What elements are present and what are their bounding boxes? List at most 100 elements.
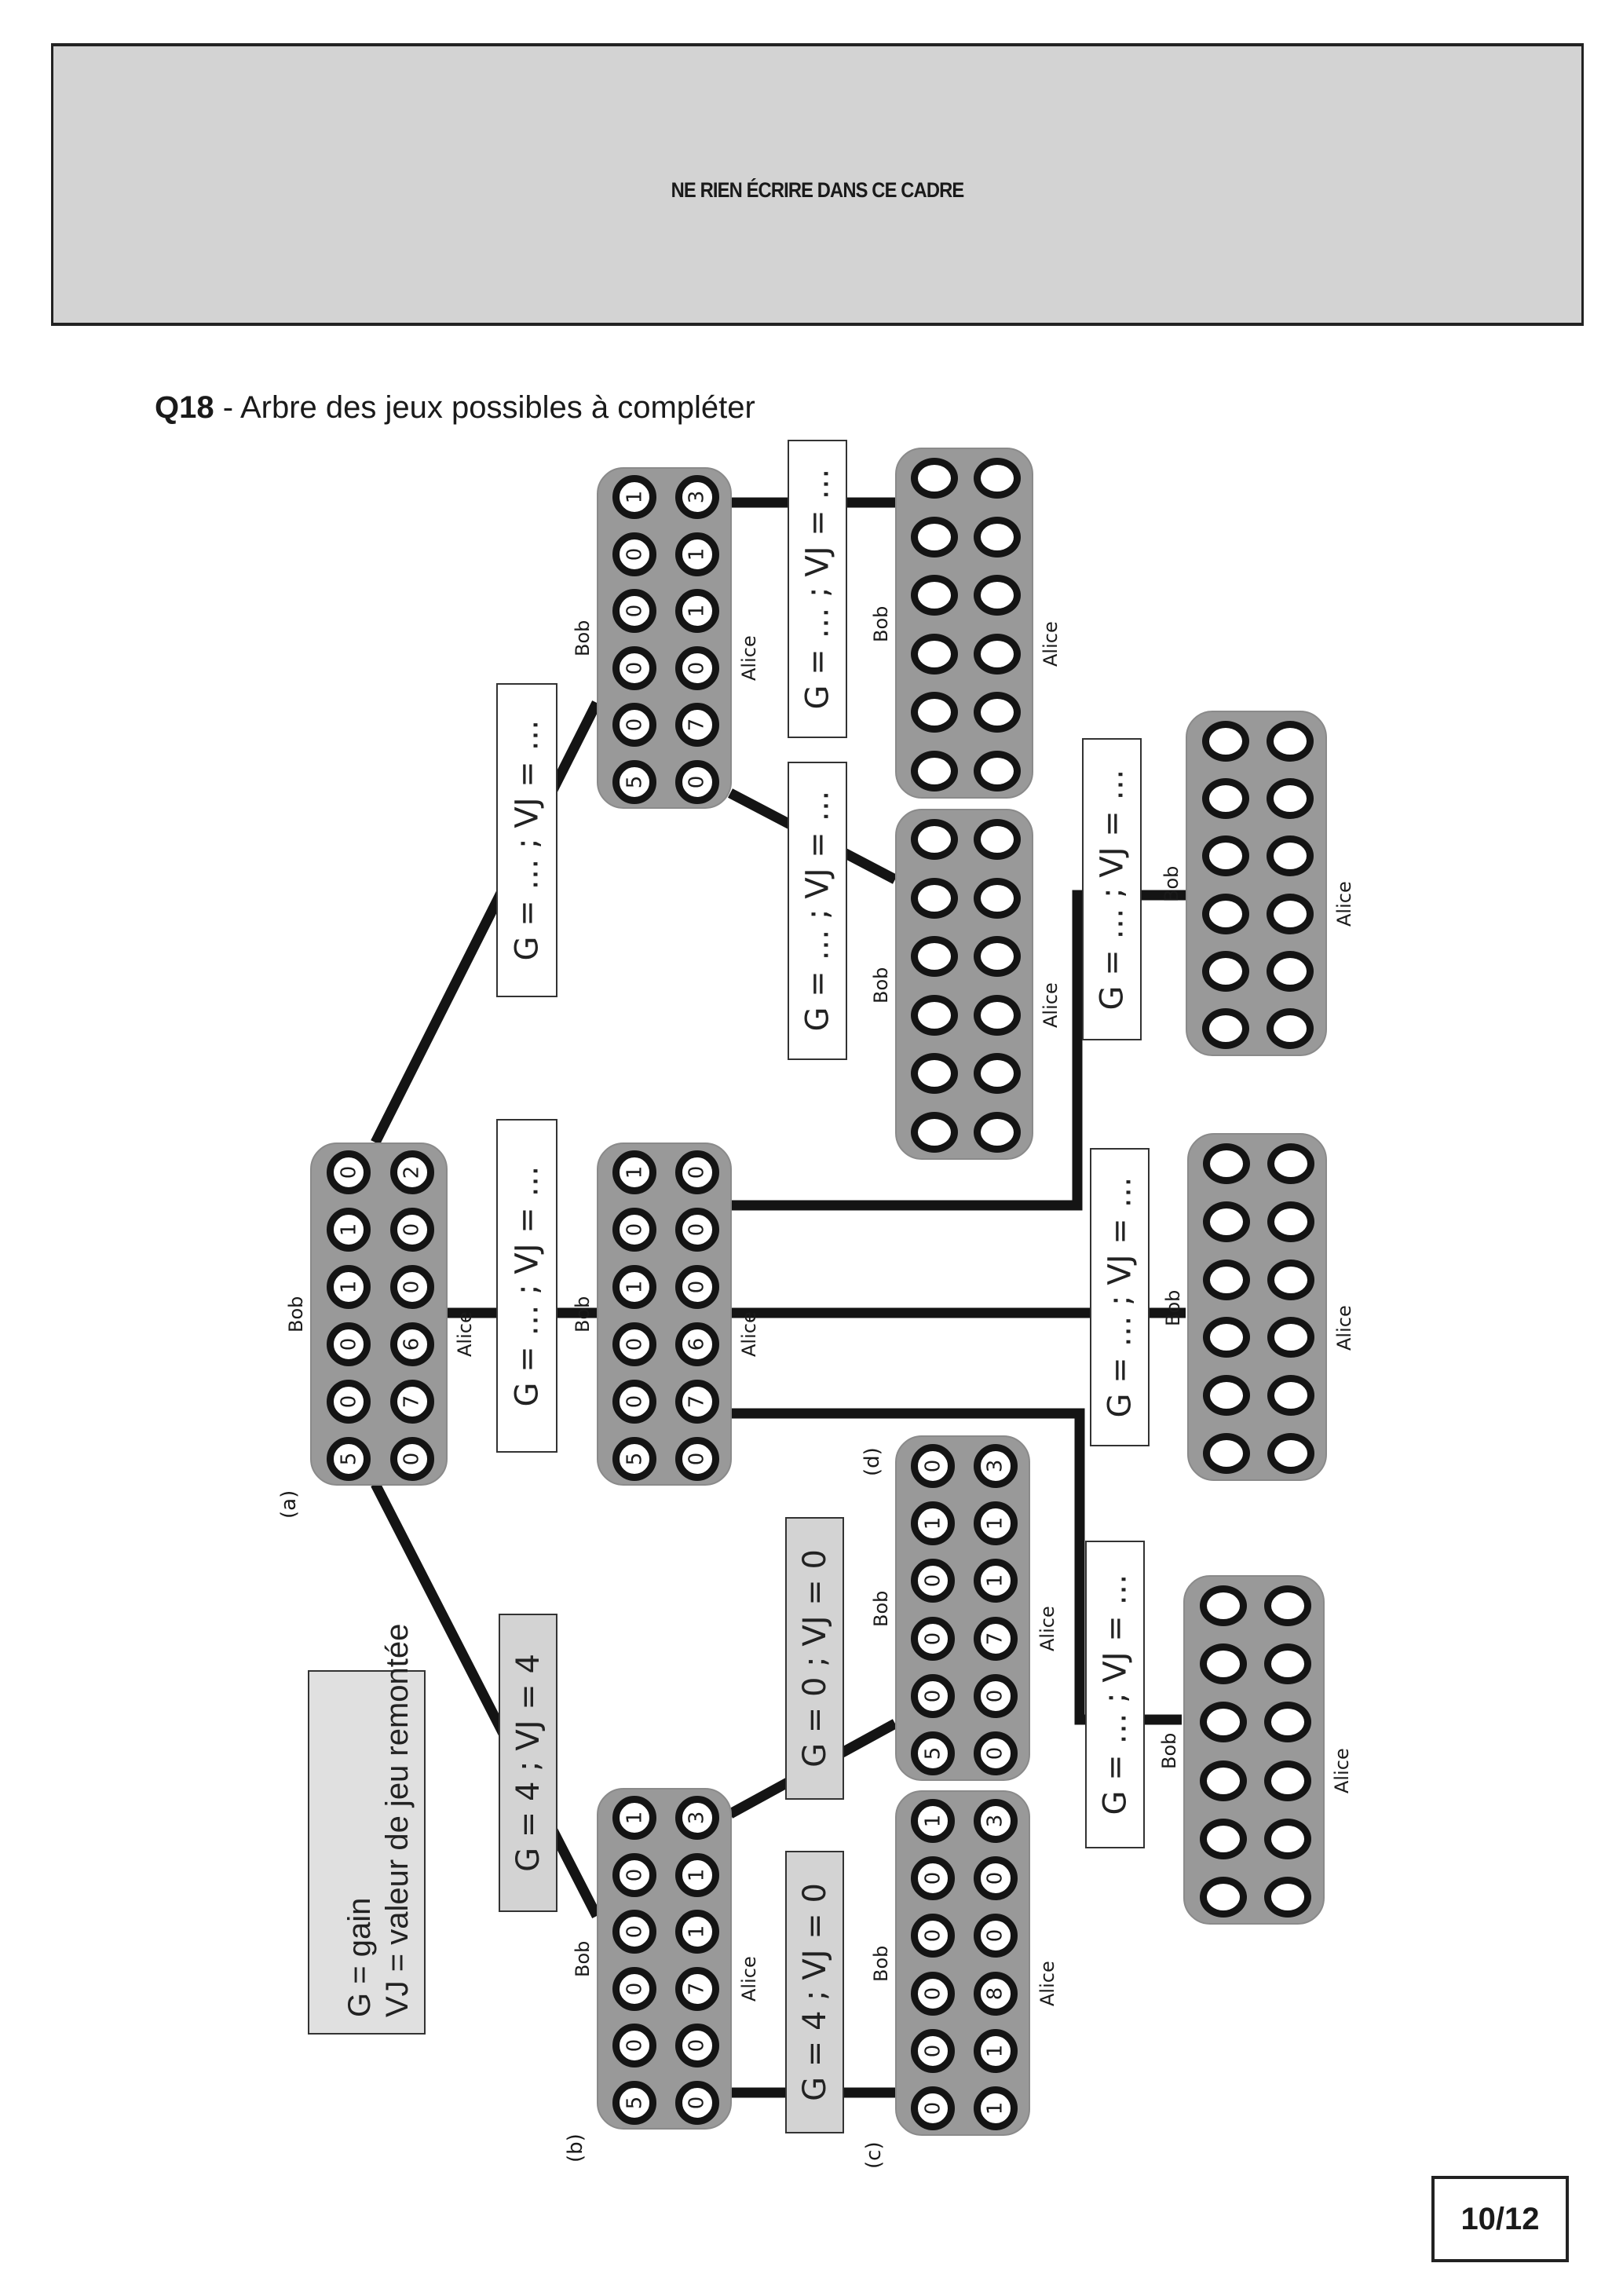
bob-pit[interactable]	[910, 994, 958, 1036]
bob-pit: 1	[612, 475, 657, 520]
bob-pit[interactable]	[1203, 1201, 1251, 1242]
bob-pit[interactable]	[910, 1111, 958, 1153]
alice-pit[interactable]	[974, 750, 1022, 792]
seed-count: 0	[400, 1280, 424, 1294]
alice-pit: 0	[973, 1856, 1018, 1900]
alice-pit[interactable]	[974, 877, 1022, 919]
bob-pit[interactable]	[1203, 1259, 1251, 1300]
alice-pit[interactable]	[1264, 1760, 1312, 1801]
alice-pit[interactable]	[974, 633, 1022, 675]
node-tag: (c)	[862, 2141, 886, 2169]
bob-pit: 0	[612, 645, 657, 690]
alice-pit[interactable]	[1264, 1585, 1312, 1627]
alice-pit[interactable]	[974, 575, 1022, 616]
alice-pit[interactable]	[1267, 1375, 1314, 1417]
alice-pit: 0	[674, 1150, 719, 1195]
bob-pit[interactable]	[1199, 1702, 1247, 1743]
alice-pit[interactable]	[1267, 778, 1314, 819]
player-label-bob: Bob	[1158, 1732, 1180, 1769]
bob-pit[interactable]	[910, 936, 958, 978]
seed-count: 3	[983, 1814, 1007, 1827]
seed-count: 0	[983, 1929, 1007, 1943]
bob-pit[interactable]	[1203, 1317, 1251, 1358]
bob-pit[interactable]	[1201, 1008, 1249, 1050]
alice-pit[interactable]	[974, 1053, 1022, 1095]
alice-pit[interactable]	[974, 936, 1022, 978]
bob-pit[interactable]	[1199, 1585, 1247, 1627]
alice-pit[interactable]	[974, 1111, 1022, 1153]
bob-pit[interactable]	[1201, 835, 1249, 877]
alice-pit[interactable]	[1267, 1143, 1314, 1184]
alice-pit[interactable]	[1267, 1317, 1314, 1358]
alice-pit[interactable]	[1267, 893, 1314, 934]
alice-pit[interactable]	[974, 458, 1022, 499]
bob-pit[interactable]	[910, 458, 958, 499]
seed-count: 5	[921, 1747, 945, 1760]
bob-pit[interactable]	[1203, 1143, 1251, 1184]
bob-pit[interactable]	[910, 819, 958, 861]
bob-pit[interactable]	[1199, 1643, 1247, 1685]
alice-pit[interactable]	[974, 516, 1022, 558]
edge-label-mid-e4[interactable]: G = … ; VJ = …	[1090, 1148, 1150, 1446]
alice-pit[interactable]	[1267, 1201, 1314, 1242]
player-label-bob: Bob	[285, 1296, 307, 1333]
bob-pit[interactable]	[910, 633, 958, 675]
bob-pit[interactable]	[1201, 893, 1249, 934]
bob-pit[interactable]	[1199, 1818, 1247, 1859]
bob-pit[interactable]	[910, 1053, 958, 1095]
alice-pit[interactable]	[1267, 951, 1314, 992]
bob-pit[interactable]	[1199, 1876, 1247, 1918]
bob-pit[interactable]	[910, 750, 958, 792]
bob-pit[interactable]	[910, 516, 958, 558]
bob-pit[interactable]	[1201, 951, 1249, 992]
player-label-alice: Alice	[1333, 881, 1355, 927]
bob-pit[interactable]	[1203, 1375, 1251, 1417]
bob-pit: 0	[327, 1150, 371, 1195]
bob-pit[interactable]	[1201, 720, 1249, 762]
bob-pit[interactable]	[1203, 1433, 1251, 1475]
bob-pit[interactable]	[1199, 1760, 1247, 1801]
seed-count: 0	[983, 1871, 1007, 1885]
edge-label-top-e2[interactable]: G = … ; VJ = …	[788, 762, 847, 1060]
edge-label-a-mid[interactable]: G = … ; VJ = …	[496, 1119, 557, 1453]
seed-count: 5	[623, 2096, 647, 2110]
alice-pit[interactable]	[1267, 720, 1314, 762]
alice-pit[interactable]	[1267, 1259, 1314, 1300]
node-tag: (b)	[564, 2133, 587, 2163]
alice-pit[interactable]	[1267, 1008, 1314, 1050]
alice-pit[interactable]	[974, 994, 1022, 1036]
player-label-bob: Bob	[870, 1590, 892, 1627]
alice-pit[interactable]	[1267, 1433, 1314, 1475]
seed-count: 0	[623, 604, 647, 618]
seed-count: 0	[921, 1459, 945, 1472]
seed-count: 0	[921, 2044, 945, 2058]
alice-pit[interactable]	[1264, 1643, 1312, 1685]
player-label-alice: Alice	[1040, 982, 1062, 1029]
edge-label-mid-e5[interactable]: G = … ; VJ = …	[1085, 1541, 1145, 1848]
seed-count: 1	[685, 547, 709, 561]
alice-pit: 0	[674, 2024, 719, 2068]
bob-pit[interactable]	[910, 877, 958, 919]
bob-pit[interactable]	[1201, 778, 1249, 819]
edge-label-top-e1[interactable]: G = … ; VJ = …	[788, 440, 847, 738]
alice-pit[interactable]	[1264, 1876, 1312, 1918]
bob-pit: 5	[911, 1731, 956, 1776]
bob-pit[interactable]	[910, 692, 958, 733]
alice-pit[interactable]	[1264, 1702, 1312, 1743]
alice-pit[interactable]	[974, 819, 1022, 861]
edge-label-a-top[interactable]: G = … ; VJ = …	[496, 683, 557, 997]
alice-pit[interactable]	[1267, 835, 1314, 877]
edge-label-mid-e3[interactable]: G = … ; VJ = …	[1082, 738, 1142, 1040]
legend-game-value: VJ = valeur de jeu remontée	[380, 1623, 415, 2017]
bob-pit[interactable]	[910, 575, 958, 616]
seed-count: 5	[623, 1452, 647, 1465]
alice-pit[interactable]	[1264, 1818, 1312, 1859]
alice-pit[interactable]	[974, 692, 1022, 733]
